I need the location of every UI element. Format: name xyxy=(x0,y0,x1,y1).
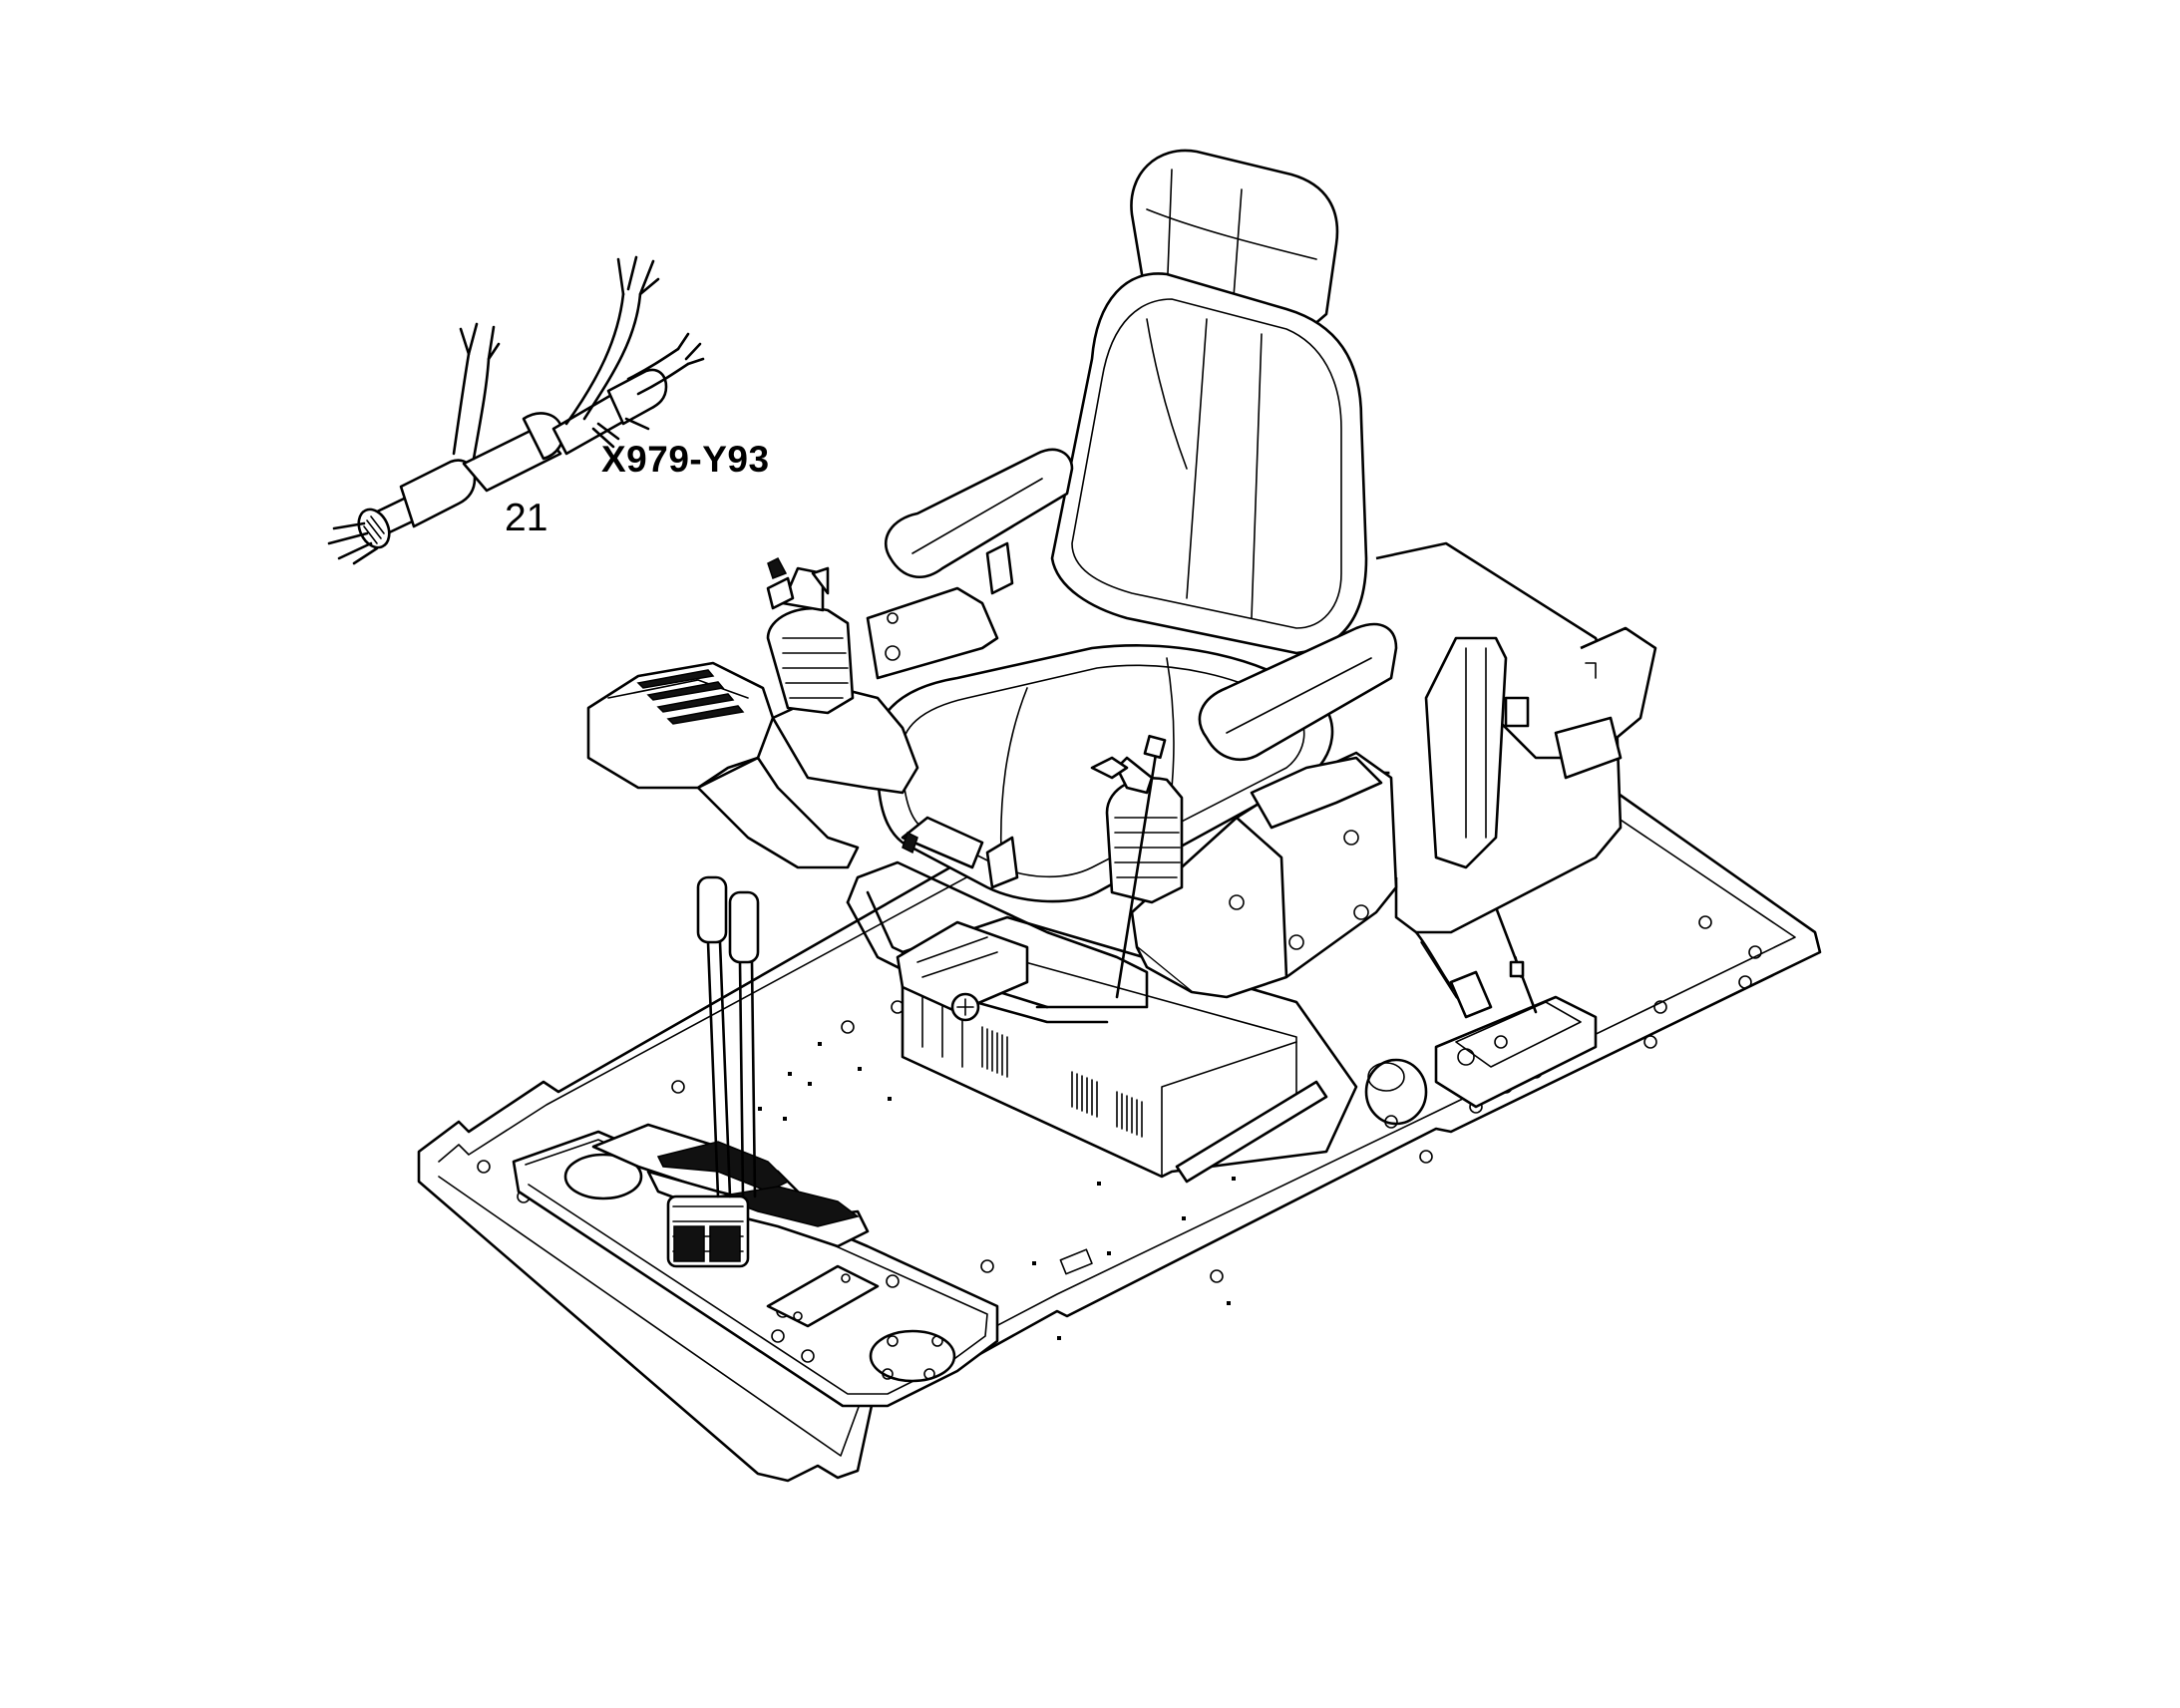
vent-slots-right xyxy=(1071,1071,1143,1138)
left-control-console xyxy=(586,557,999,869)
pedal-base-left xyxy=(563,1153,643,1200)
seat-wiring xyxy=(1414,930,1525,1019)
seat-backrest xyxy=(1050,149,1368,655)
rear-console xyxy=(1375,541,1657,934)
right-armrest xyxy=(1198,622,1398,762)
lever-grip-right xyxy=(728,890,760,964)
left-armrest xyxy=(884,448,1074,595)
vent-slots-left xyxy=(981,1026,1008,1078)
cable-harness-21 xyxy=(327,255,705,565)
left-joystick-boot xyxy=(766,607,855,715)
item-number-label: 21 xyxy=(505,497,548,539)
connector-label: X979-Y93 xyxy=(601,439,770,480)
right-joystick-boot xyxy=(1105,777,1184,904)
keypad-buttons xyxy=(636,669,745,725)
air-duct xyxy=(1364,1058,1428,1126)
lever-grip-left xyxy=(696,875,728,944)
seat-slide-frame xyxy=(846,816,1149,1024)
floor-slot xyxy=(1059,1248,1093,1275)
right-control-console xyxy=(1090,734,1398,999)
rear-bracket xyxy=(1504,696,1530,728)
travel-levers xyxy=(696,875,760,1198)
